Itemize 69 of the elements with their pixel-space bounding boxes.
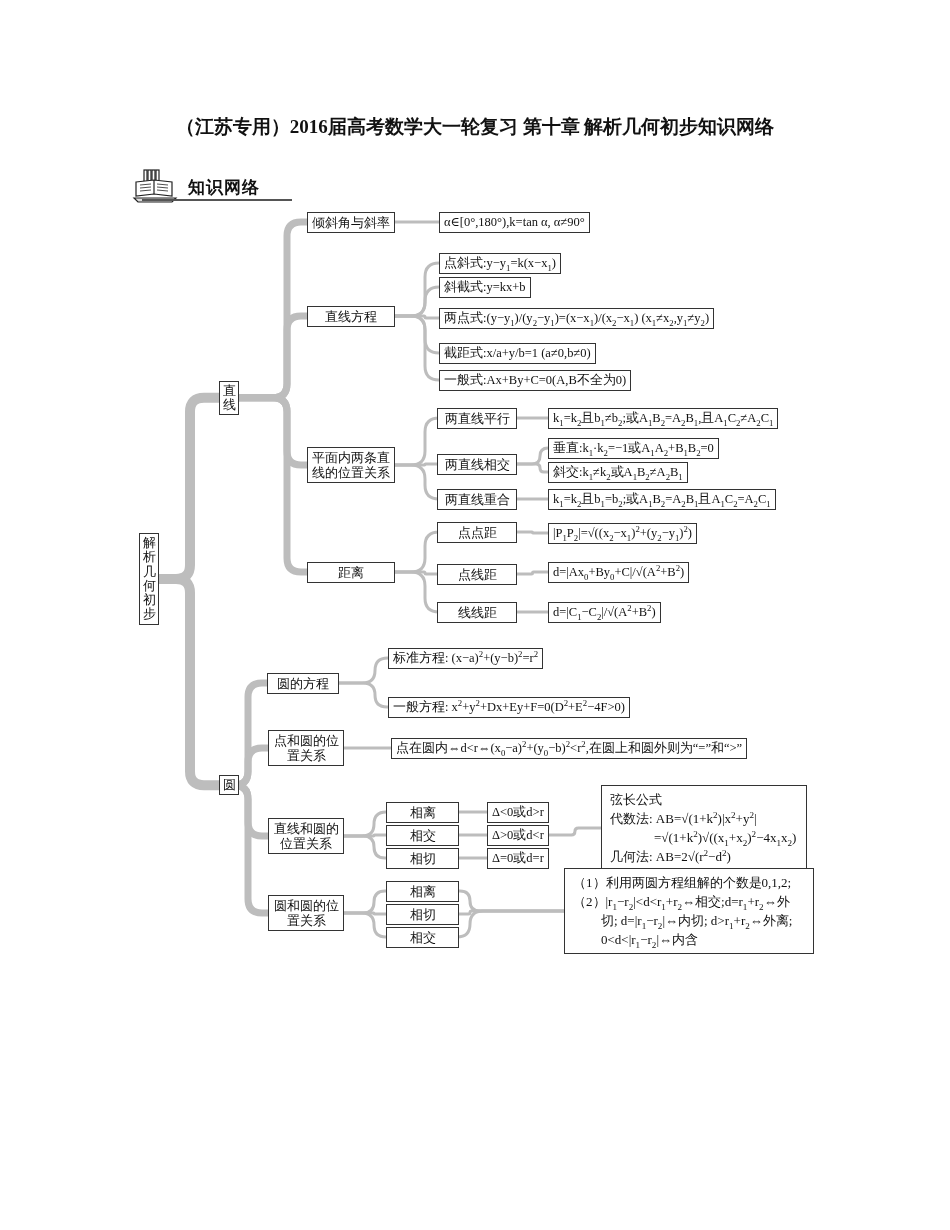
formula-box: Δ>0或d<r [487, 824, 549, 846]
topic-box: 解析几何初步 [139, 533, 159, 625]
formula-box: d=|C$_{1}$−C$_{2}$|/√(A$^{2}$+B$^{2}$) [548, 601, 661, 623]
connector-line [548, 826, 601, 837]
topic-box: 线线距 [437, 601, 517, 623]
connector-line [517, 530, 548, 535]
topic-box: 圆和圆的位置关系 [268, 895, 344, 931]
page-title: （江苏专用）2016届高考数学大一轮复习 第十章 解析几何初步知识网络 [174, 115, 776, 139]
section-heading: 知识网络 [188, 176, 260, 199]
topic-box: 圆 [219, 775, 239, 796]
formula-box: 一般式:Ax+By+C=0(A,B不全为0) [439, 369, 632, 391]
formula-box: 标准方程: (x−a)$^{2}$+(y−b)$^{2}$=r$^{2}$ [388, 647, 544, 669]
note-text: 几何法: AB=2√(r$^{2}$−d$^{2}$) [610, 847, 732, 866]
topic-box: 相离 [386, 880, 459, 902]
note-box [601, 785, 807, 871]
connector-line [395, 314, 441, 382]
connector-line [459, 810, 487, 814]
connector-line [344, 746, 391, 750]
formula-box: 斜截式:y=kx+b [439, 276, 531, 298]
connector-line [459, 856, 487, 860]
note-heading: 弦长公式 [610, 791, 663, 809]
topic-box: 两直线重合 [437, 488, 517, 510]
formula-box: Δ<0或d>r [487, 801, 549, 823]
note-text: 代数法: AB=√(1+k$^{2}$)|x$^{2}$+y$^{2}$| [610, 809, 758, 828]
note-text: （2）|r$_{1}$−r$_{2}$|<d<r$_{1}$+r$_{2}$⇔相交;d=r$_{1}$+r$_{2}$⇔外切; d=|r$_{1}$−r$_{2}$|⇔内切; d>r$_{1}$+r$_{2}$⇔外离; 0<d<|r$_{1}$−r$_{2}$|⇔内含 [573, 893, 794, 949]
topic-box: 直线 [219, 380, 239, 416]
topic-box: 直线方程 [307, 305, 395, 327]
formula-box: 两点式:(y−y$_{1}$)/(y$_{2}$−y$_{1}$)=(x−x$_{1}$)/(x$_{2}$−x$_{1}$) (x$_{1}$≠x$_{2}$,y$_{1}$≠y$_{2}$) [439, 307, 715, 329]
topic-box: 距离 [307, 561, 395, 583]
topic-box: 相切 [386, 847, 459, 869]
formula-box: d=|Ax$_{0}$+By$_{0}$+C|/√(A$^{2}$+B$^{2}$) [548, 561, 690, 583]
formula-box: 斜交:k$_{1}$≠k$_{2}$或A$_{1}$B$_{2}$≠A$_{2}$B$_{1}$ [548, 461, 688, 483]
note-text: =√(1+k$^{2}$)√((x$_{1}$+x$_{2}$)$^{2}$−4x$_{1}$x$_{2}$) [653, 828, 798, 847]
formula-box: k$_{1}$=k$_{2}$且b$_{1}$≠b$_{2}$;或A$_{1}$B$_{2}$=A$_{2}$B$_{1}$,且A$_{1}$C$_{2}$≠A$_{2}$C$_{1}$ [548, 407, 779, 429]
connector-line [239, 394, 307, 576]
formula-box: 一般方程: x$^{2}$+y$^{2}$+Dx+Ey+F=0(D$^{2}$+E$^{2}$−4F>0) [388, 696, 630, 718]
topic-box: 相离 [386, 801, 459, 823]
connector-line [517, 570, 548, 576]
connector-line [344, 911, 388, 939]
topic-box: 两直线平行 [437, 407, 517, 429]
formula-box: α∈[0°,180°),k=tan α, α≠90° [439, 211, 590, 233]
topic-box: 点和圆的位置关系 [268, 730, 344, 766]
topic-box: 直线和圆的位置关系 [268, 818, 344, 854]
topic-box: 相交 [386, 926, 459, 948]
topic-box: 相交 [386, 824, 459, 846]
connector-line [339, 681, 389, 709]
formula-box: 点斜式:y−y$_{1}$=k(x−x$_{1}$) [439, 252, 561, 274]
topic-box: 点点距 [437, 521, 517, 543]
topic-box: 相切 [386, 903, 459, 925]
note-text: （1）利用两圆方程组解的个数是0,1,2; [573, 874, 793, 892]
formula-box: 垂直:k$_{1}$·k$_{2}$=−1或A$_{1}$A$_{2}$+B$_{1}$B$_{2}$=0 [548, 437, 719, 459]
formula-box: 点在圆内⇔d<r⇔(x$_{0}$−a)$^{2}$+(y$_{0}$−b)$^{2}$<r$^{2}$,在圆上和圆外则为“=”和“>” [391, 737, 748, 759]
connector-line [344, 834, 387, 860]
topic-box: 倾斜角与斜率 [307, 211, 395, 233]
connector-line [395, 220, 439, 224]
formula-box: |P$_{1}$P$_{2}$|=√((x$_{2}$−x$_{1}$)$^{2}$+(y$_{2}$−y$_{1}$)$^{2}$) [548, 522, 698, 544]
formula-box: 截距式:x/a+y/b=1 (a≠0,b≠0) [439, 342, 596, 364]
connector-line [517, 497, 548, 501]
formula-box: Δ=0或d=r [487, 847, 549, 869]
connector-line [517, 462, 548, 474]
topic-box: 两直线相交 [437, 453, 517, 475]
note-box [564, 868, 814, 954]
topic-box: 平面内两条直线的位置关系 [307, 447, 395, 483]
topic-box: 点线距 [437, 563, 517, 585]
connector-line [517, 416, 548, 420]
connector-line [517, 610, 548, 614]
connector-line [459, 833, 487, 837]
formula-box: k$_{1}$=k$_{2}$且b$_{1}$=b$_{2}$;或A$_{1}$B$_{2}$=A$_{2}$B$_{1}$且A$_{1}$C$_{2}$=A$_{2}$C$_{1}$ [548, 488, 776, 510]
topic-box: 圆的方程 [267, 672, 339, 694]
